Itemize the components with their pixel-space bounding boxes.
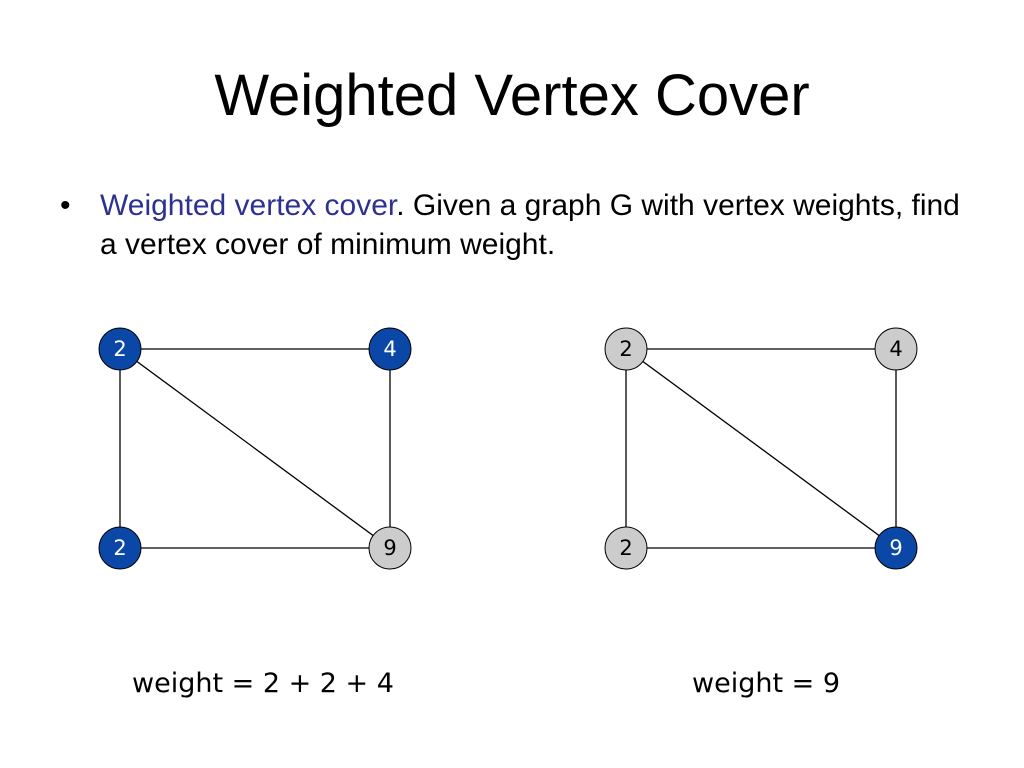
graph-left-svg: 2 4 2 9 bbox=[98, 327, 412, 570]
node-weight: 2 bbox=[113, 337, 126, 361]
node-weight: 4 bbox=[889, 337, 902, 361]
node-top-right: 4 bbox=[874, 327, 918, 371]
edge-diagonal bbox=[119, 348, 391, 549]
node-circle bbox=[604, 327, 648, 371]
node-top-right: 4 bbox=[368, 327, 412, 371]
node-top-left: 2 bbox=[98, 327, 142, 371]
node-bottom-left: 2 bbox=[98, 526, 142, 570]
weight-caption-right: weight = 9 bbox=[692, 668, 840, 699]
graph-right: 2 4 2 9 bbox=[586, 320, 926, 580]
node-circle bbox=[874, 327, 918, 371]
node-circle bbox=[874, 526, 918, 570]
node-bottom-left: 2 bbox=[604, 526, 648, 570]
graph-right-svg: 2 4 2 9 bbox=[604, 327, 918, 570]
node-circle bbox=[98, 526, 142, 570]
node-circle bbox=[368, 327, 412, 371]
bullet-term: Weighted vertex cover bbox=[100, 189, 397, 222]
node-circle bbox=[368, 526, 412, 570]
node-circle bbox=[604, 526, 648, 570]
node-weight: 9 bbox=[383, 536, 396, 560]
node-circle bbox=[98, 327, 142, 371]
weight-caption-left: weight = 2 + 2 + 4 bbox=[132, 668, 394, 699]
bullet-description: . Given a graph G with vertex weights, f… bbox=[100, 189, 960, 261]
edge-diagonal bbox=[625, 348, 897, 549]
bullet-item: • Weighted vertex cover. Given a graph G… bbox=[60, 186, 960, 264]
bullet-marker: • bbox=[60, 189, 71, 222]
node-weight: 2 bbox=[619, 536, 632, 560]
bullet-text: Weighted vertex cover. Given a graph G w… bbox=[100, 186, 960, 264]
node-bottom-right: 9 bbox=[368, 526, 412, 570]
node-weight: 2 bbox=[619, 337, 632, 361]
node-top-left: 2 bbox=[604, 327, 648, 371]
node-weight: 2 bbox=[113, 536, 126, 560]
node-weight: 4 bbox=[383, 337, 396, 361]
node-weight: 9 bbox=[889, 536, 902, 560]
graph-left: 2 4 2 9 bbox=[80, 320, 420, 580]
node-bottom-right: 9 bbox=[874, 526, 918, 570]
slide-title: Weighted Vertex Cover bbox=[214, 63, 810, 128]
